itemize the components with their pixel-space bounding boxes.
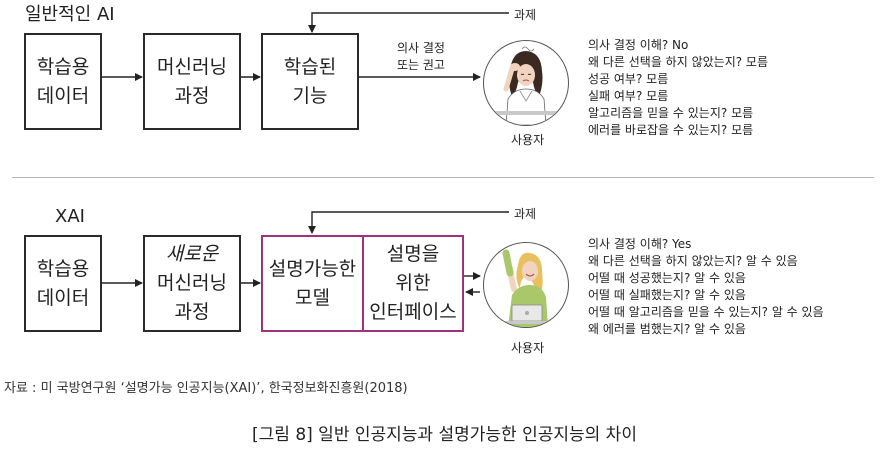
confused-user-illustration [483,40,569,126]
qa-item: 실패 여부? 모름 [588,89,669,103]
qa-item: 왜 에러를 범했는지? 알 수 있음 [588,322,746,336]
explainable-model-box: 설명가능한 모델 [261,235,364,332]
new-label: 새로운 [165,243,219,265]
qa-item: 의사 결정 이해? Yes [588,237,692,251]
qa-item: 어떨 때 성공했는지? 알 수 있음 [588,271,746,285]
xai-qa-list: 의사 결정 이해? Yes 왜 다른 선택을 하지 않았는지? 알 수 있음 어… [588,236,824,338]
qa-item: 왜 다른 선택을 하지 않았는지? 알 수 있음 [588,254,798,268]
explanation-interface-box: 설명을 위한 인터페이스 [362,235,464,332]
learning-data-box: 학습용 데이터 [24,33,102,130]
general-ai-qa-list: 의사 결정 이해? No 왜 다른 선택을 하지 않았는지? 모름 성공 여부?… [588,37,768,139]
task-label-top: 과제 [514,8,537,22]
happy-user-illustration [483,242,569,328]
xai-ml-process-label: 머신러닝 과정 [157,272,227,323]
user-label-bottom: 사용자 [511,341,545,355]
task-label-bottom: 과제 [514,207,537,221]
xai-learning-data-box: 학습용 데이터 [24,235,102,332]
qa-item: 왜 다른 선택을 하지 않았는지? 모름 [588,55,769,69]
qa-item: 어떨 때 실패했는지? 알 수 있음 [588,288,746,302]
trained-function-box: 학습된 기능 [261,33,359,130]
xai-title: XAI [55,206,85,227]
ml-process-box: 머신러닝 과정 [143,33,241,130]
qa-item: 알고리즘을 믿을 수 있는지? 모름 [588,106,754,120]
general-ai-title: 일반적인 AI [25,4,115,25]
qa-item: 의사 결정 이해? No [588,38,689,52]
qa-item: 에러를 바로잡을 수 있는지? 모름 [588,123,754,137]
arrow-task-top [308,12,509,33]
arrow-task-bottom [308,211,509,234]
happy-user-icon [490,249,562,327]
decision-label: 의사 결정 또는 권고 [397,41,445,72]
confused-user-icon [490,46,562,125]
figure-caption: [그림 8] 일반 인공지능과 설명가능한 인공지능의 차이 [252,425,637,445]
user-label-top: 사용자 [511,133,545,147]
source-note: 자료 : 미 국방연구원 ‘설명가능 인공지능(XAI)’, 한국정보화진흥원(… [4,381,408,396]
xai-ml-process-box: 새로운 머신러닝 과정 [143,235,241,332]
qa-item: 어떨 때 알고리즘을 믿을 수 있는지? 알 수 있음 [588,305,824,319]
qa-item: 성공 여부? 모름 [588,72,669,86]
section-divider [12,177,874,178]
